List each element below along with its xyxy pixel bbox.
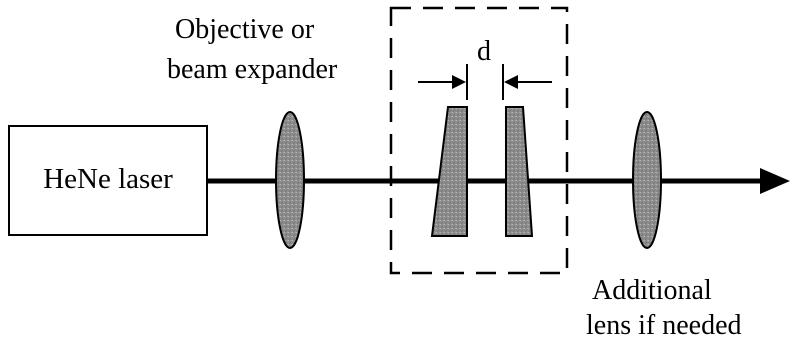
objective-label-line1: Objective or	[175, 14, 315, 45]
right-wedge-prism	[505, 106, 534, 237]
laser-label: HeNe laser	[43, 163, 173, 195]
objective-lens	[275, 111, 305, 249]
gap-right-arrowhead	[504, 75, 518, 89]
additional-label-line2: lens if needed	[586, 310, 742, 341]
gap-label: d	[477, 36, 491, 67]
additional-lens	[632, 111, 662, 249]
objective-label-line2: beam expander	[167, 54, 338, 85]
beam-arrowhead	[760, 168, 790, 194]
gap-left-arrowhead	[452, 75, 466, 89]
prism-pair-dashed-box	[389, 6, 569, 275]
laser-box	[8, 125, 208, 236]
left-wedge-prism	[430, 106, 468, 237]
additional-label-line1: Additional	[592, 275, 712, 306]
